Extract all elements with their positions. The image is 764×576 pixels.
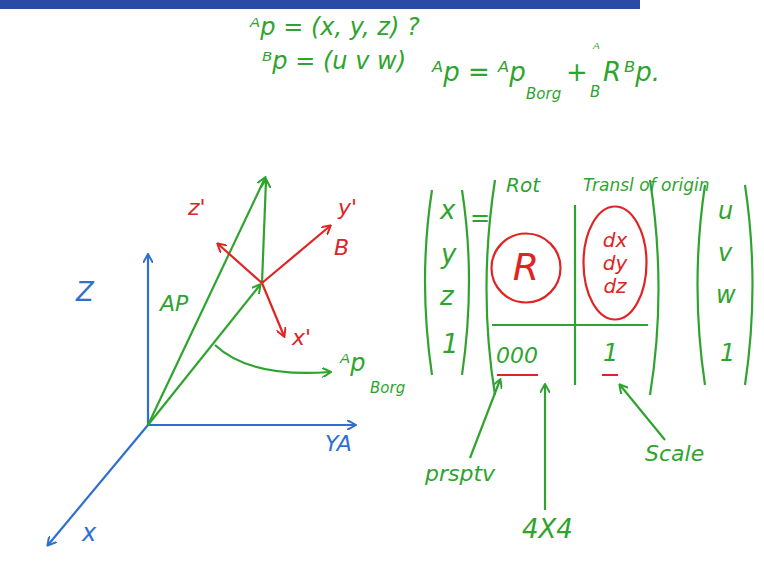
vector-entry: z: [440, 282, 454, 311]
equation-part: ᴬp: [498, 58, 526, 87]
vector-entry: 1: [720, 340, 735, 366]
circled-translation: dx dy dz: [582, 205, 648, 321]
axis-label: z': [188, 196, 206, 220]
frame-b: [218, 226, 330, 336]
axis-label: Z: [76, 278, 94, 307]
circled-rotation: R: [490, 232, 562, 304]
vector-label: ᴬp: [340, 350, 366, 376]
axis-label: x: [82, 520, 96, 546]
vector-sub: Borg: [370, 380, 405, 397]
underlines: [497, 374, 618, 376]
matrix-entry: 1: [603, 340, 618, 366]
node-text: dx dy dz: [595, 229, 635, 298]
top-bar: [0, 0, 640, 9]
vectors: [148, 178, 330, 425]
annotation: Scale: [645, 442, 704, 466]
matrix-brackets: [425, 180, 753, 510]
equation-sup: ᴬ: [593, 40, 600, 58]
equation-part: +: [566, 58, 588, 87]
axis-label: y': [338, 196, 357, 220]
vector-entry: w: [716, 282, 736, 308]
vector-entry: y: [441, 240, 456, 269]
column-header: Transl of origin: [583, 176, 709, 195]
vector-entry: v: [718, 240, 732, 266]
given-point: ᴮp = (u v w): [262, 48, 406, 74]
equation-sub: Borg: [526, 86, 561, 103]
question: ᴬp = (x, y, z) ?: [250, 14, 420, 40]
equation-part: ᴬp =: [432, 58, 490, 87]
matrix-entry: 000: [496, 344, 538, 368]
axes-a: [48, 255, 355, 545]
column-header: Rot: [506, 174, 540, 196]
node-text: R: [513, 246, 539, 290]
vector-entry: 1: [442, 330, 459, 359]
vector-label: AP: [160, 292, 188, 316]
annotation: 4X4: [522, 515, 573, 544]
equation-part: ᴮp.: [624, 58, 660, 87]
equation-part: R: [603, 58, 621, 87]
annotation: prsptv: [425, 462, 495, 486]
equation-sub: B: [590, 84, 600, 101]
equals: =: [470, 205, 490, 231]
axis-label: YA: [325, 432, 352, 456]
vector-entry: u: [718, 198, 733, 224]
vector-entry: x: [440, 196, 455, 225]
frame-label: B: [334, 236, 349, 260]
axis-label: x': [292, 326, 311, 350]
